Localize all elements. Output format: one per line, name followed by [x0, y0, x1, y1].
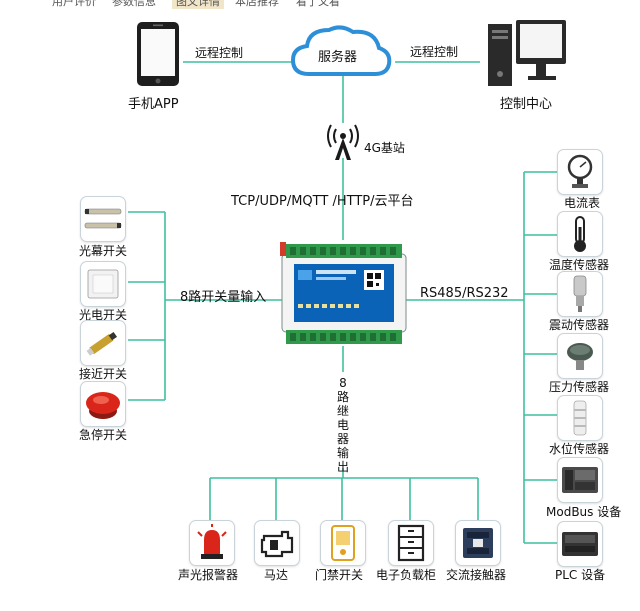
load-cabinet-label: 电子负载柜: [376, 568, 437, 582]
proximity-card: [80, 320, 126, 366]
motor-icon: [260, 530, 294, 558]
vibration-sensor-icon: [573, 275, 587, 312]
computer-icon: [488, 20, 566, 86]
light-curtain-icon: [84, 208, 122, 229]
contactor-icon: [463, 528, 493, 558]
modbus-label: ModBus 设备: [546, 505, 622, 519]
alarm-card: [189, 520, 235, 566]
door-access-icon: [331, 525, 355, 561]
protocol-label: TCP/UDP/MQTT /HTTP/云平台: [231, 194, 414, 209]
control-center-label: 控制中心: [500, 97, 553, 112]
door-access-label: 门禁开关: [315, 568, 364, 582]
temperature-card: [557, 211, 603, 257]
ammeter-icon: [567, 154, 593, 188]
phone-app-label: 手机APP: [128, 97, 179, 112]
water-level-sensor-icon: [573, 400, 587, 436]
digital-input-label: 8路开关量输入: [180, 290, 267, 305]
load-cabinet-card: [388, 520, 434, 566]
pressure-card: [557, 333, 603, 379]
contactor-label: 交流接触器: [446, 568, 507, 582]
motor-card: [254, 520, 300, 566]
serial-label: RS485/RS232: [420, 286, 509, 301]
load-cabinet-icon: [397, 524, 425, 562]
ammeter-card: [557, 149, 603, 195]
contactor-card: [455, 520, 501, 566]
motor-label: 马达: [264, 568, 289, 582]
emergency-stop-card: [80, 381, 126, 427]
water-level-card: [557, 395, 603, 441]
controller-device: [280, 242, 407, 344]
cloud-icon: [290, 25, 392, 76]
base-station-label: 4G基站: [364, 141, 405, 155]
light-curtain-card: [80, 196, 126, 242]
photoelectric-label: 光电开关: [79, 308, 128, 322]
photoelectric-card: [80, 261, 126, 307]
tab-recommend[interactable]: 本店推荐: [235, 0, 279, 8]
relay-output-label: 8路继电器输出: [336, 376, 349, 474]
pressure-label: 压力传感器: [549, 380, 610, 394]
alarm-label: 声光报警器: [178, 568, 239, 582]
vibration-label: 震动传感器: [549, 318, 610, 332]
proximity-switch-icon: [86, 331, 118, 356]
emergency-stop-icon: [86, 392, 120, 419]
remote-control-left-label: 远程控制: [195, 46, 244, 60]
water-level-label: 水位传感器: [549, 442, 610, 456]
antenna-icon: [327, 124, 359, 160]
plc-label: PLC 设备: [555, 568, 606, 582]
tab-also-viewed[interactable]: 看了又看: [296, 0, 340, 8]
proximity-label: 接近开关: [79, 367, 128, 381]
tab-params[interactable]: 参数信息: [112, 0, 156, 8]
tab-details[interactable]: 图文详情: [172, 0, 224, 9]
modbus-device-icon: [562, 467, 598, 493]
vibration-card: [557, 271, 603, 317]
remote-control-right-label: 远程控制: [410, 45, 459, 59]
emergency-stop-label: 急停开关: [79, 428, 128, 442]
plc-card: [557, 521, 603, 567]
thermometer-icon: [574, 216, 586, 252]
alarm-light-icon: [197, 524, 227, 559]
tab-reviews[interactable]: 用户评价: [52, 0, 96, 8]
modbus-card: [557, 457, 603, 503]
ammeter-label: 电流表: [564, 196, 601, 210]
light-curtain-label: 光幕开关: [79, 244, 128, 258]
temperature-label: 温度传感器: [549, 258, 610, 272]
phone-icon: [137, 22, 179, 86]
photoelectric-switch-icon: [87, 269, 119, 299]
plc-device-icon: [562, 532, 598, 556]
pressure-sensor-icon: [567, 343, 593, 370]
tab-strip: 用户评价 参数信息 图文详情 本店推荐 看了又看: [0, 0, 640, 12]
server-label: 服务器: [318, 50, 358, 65]
door-access-card: [320, 520, 366, 566]
